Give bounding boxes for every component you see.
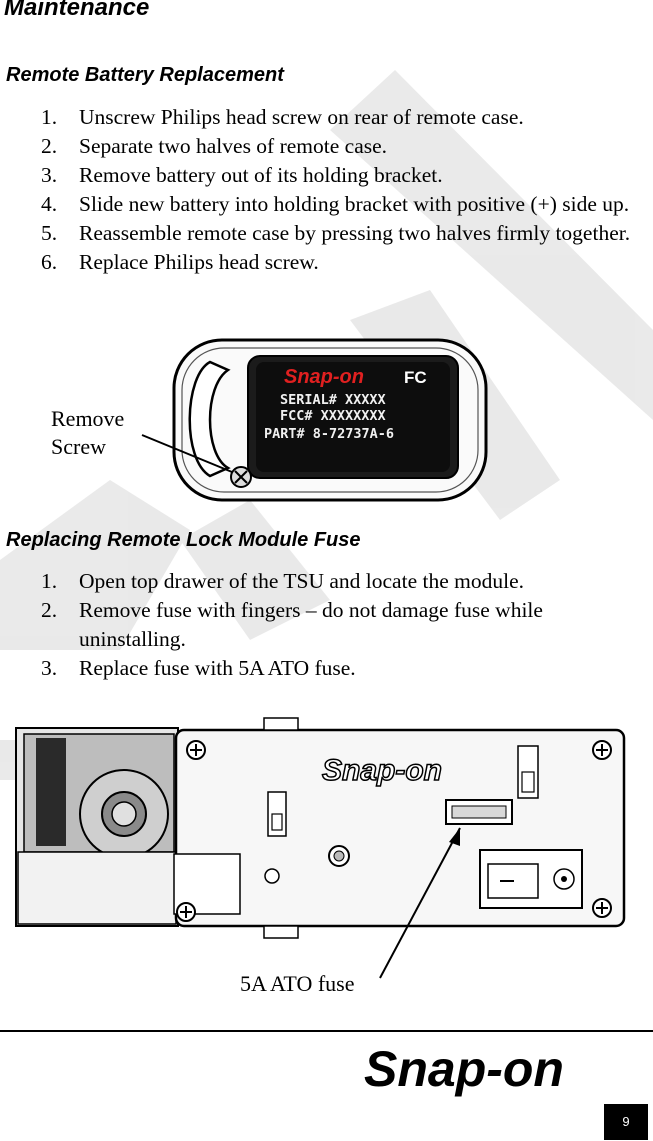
module-brand-logo: Snap-on xyxy=(322,754,442,787)
fuse-slot xyxy=(445,799,513,825)
remote-serial-label: SERIAL# XXXXX xyxy=(280,392,386,408)
lock-module-figure: Snap-on xyxy=(15,717,626,939)
fuse-steps-list: 1.Open top drawer of the TSU and locate … xyxy=(0,567,645,683)
list-item: 2.Remove fuse with fingers – do not dama… xyxy=(41,598,543,651)
battery-section-title: Remote Battery Replacement xyxy=(6,64,284,86)
corner-screw-icon xyxy=(176,902,196,922)
list-item: 5.Reassemble remote case by pressing two… xyxy=(41,221,631,245)
list-item: 1.Open top drawer of the TSU and locate … xyxy=(41,569,525,593)
list-item: 2.Separate two halves of remote case. xyxy=(41,134,388,158)
corner-screw-icon xyxy=(186,740,206,760)
footer-brand-logo: Snap-on xyxy=(364,1041,564,1097)
fuse-section-title: Replacing Remote Lock Module Fuse xyxy=(6,529,361,551)
fcc-mark: FC xyxy=(404,368,427,387)
list-item: 6.Replace Philips head screw. xyxy=(41,250,319,274)
footer-brand-text: Snap-on xyxy=(364,1041,564,1097)
list-item: 4.Slide new battery into holding bracket… xyxy=(41,192,630,216)
remote-fob-figure: Snap-on FC SERIAL# XXXXX FCC# XXXXXXXX P… xyxy=(172,338,488,502)
list-item: 3.Remove battery out of its holding brac… xyxy=(41,163,443,187)
remote-brand-logo: Snap-on xyxy=(284,366,364,388)
corner-screw-icon xyxy=(592,898,612,918)
remove-screw-callout: Remove Screw xyxy=(51,406,125,459)
fuse-callout: 5A ATO fuse xyxy=(240,971,355,996)
remote-part-label: PART# 8-72737A-6 xyxy=(264,426,394,442)
corner-screw-icon xyxy=(592,740,612,760)
remote-fcc-label: FCC# XXXXXXXX xyxy=(280,408,386,424)
page-heading: Maintenance xyxy=(4,0,150,21)
footer-rule xyxy=(0,1030,653,1032)
page-number: 9 xyxy=(604,1104,648,1140)
screw-icon xyxy=(230,466,252,488)
list-item: 3.Replace fuse with 5A ATO fuse. xyxy=(41,656,356,680)
battery-steps-list: 1.Unscrew Philips head screw on rear of … xyxy=(0,103,645,277)
list-item: 1.Unscrew Philips head screw on rear of … xyxy=(41,105,524,129)
